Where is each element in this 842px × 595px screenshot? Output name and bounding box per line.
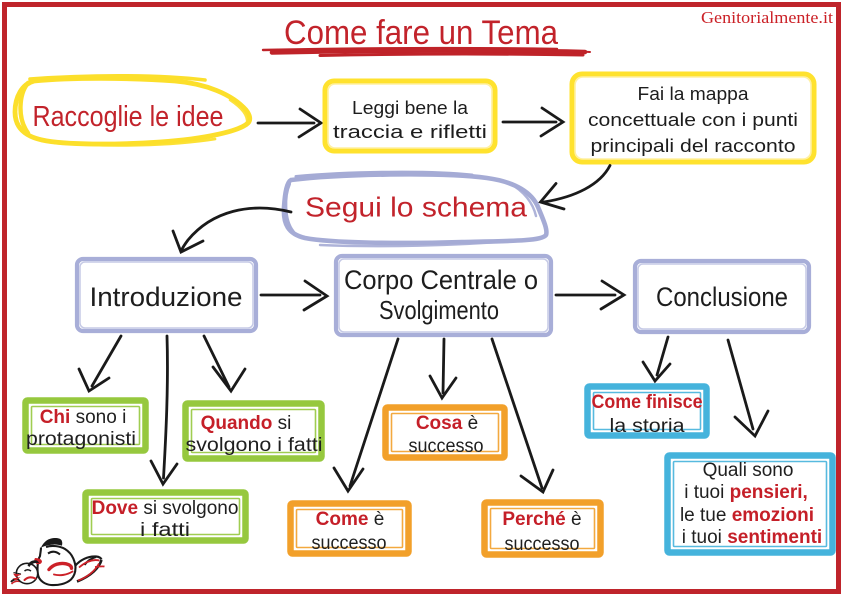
svg-text:i tuoi pensieri,: i tuoi pensieri,	[684, 482, 808, 503]
svg-text:le tue emozioni: le tue emozioni	[680, 505, 814, 526]
svg-text:i fatti: i fatti	[140, 520, 190, 541]
svg-text:Corpo Centrale o: Corpo Centrale o	[344, 265, 538, 295]
svg-text:Genitorialmente.it: Genitorialmente.it	[701, 8, 833, 27]
svg-text:traccia e rifletti: traccia e rifletti	[333, 121, 487, 142]
svg-text:Perché è: Perché è	[502, 509, 581, 530]
svg-text:Come è: Come è	[316, 509, 385, 530]
svg-text:successo: successo	[312, 533, 387, 554]
svg-text:successo: successo	[505, 534, 580, 555]
svg-text:Svolgimento: Svolgimento	[379, 295, 499, 325]
svg-text:i tuoi sentimenti: i tuoi sentimenti	[682, 527, 822, 548]
svg-text:Raccoglie le idee: Raccoglie le idee	[33, 101, 224, 133]
svg-text:protagonisti: protagonisti	[26, 429, 136, 450]
svg-text:Come fare un Tema: Come fare un Tema	[284, 14, 558, 52]
svg-text:Fai la mappa: Fai la mappa	[638, 83, 750, 104]
svg-text:principali del racconto: principali del racconto	[591, 135, 796, 156]
svg-text:Chi sono i: Chi sono i	[40, 407, 127, 428]
svg-text:successo: successo	[409, 436, 484, 457]
svg-text:concettuale con i punti: concettuale con i punti	[588, 109, 798, 130]
svg-text:Quando si: Quando si	[201, 413, 292, 434]
svg-text:Conclusione: Conclusione	[656, 282, 788, 312]
svg-text:Come finisce: Come finisce	[592, 392, 703, 413]
svg-text:Quali sono: Quali sono	[703, 460, 794, 481]
svg-text:la storia: la storia	[610, 416, 685, 437]
svg-text:Segui lo schema: Segui lo schema	[305, 192, 527, 223]
svg-text:Leggi bene la: Leggi bene la	[352, 97, 469, 118]
svg-text:Introduzione: Introduzione	[90, 282, 243, 312]
svg-text:svolgono i fatti: svolgono i fatti	[186, 435, 323, 456]
svg-text:Cosa è: Cosa è	[416, 413, 478, 434]
svg-text:Dove si svolgono: Dove si svolgono	[92, 498, 239, 519]
